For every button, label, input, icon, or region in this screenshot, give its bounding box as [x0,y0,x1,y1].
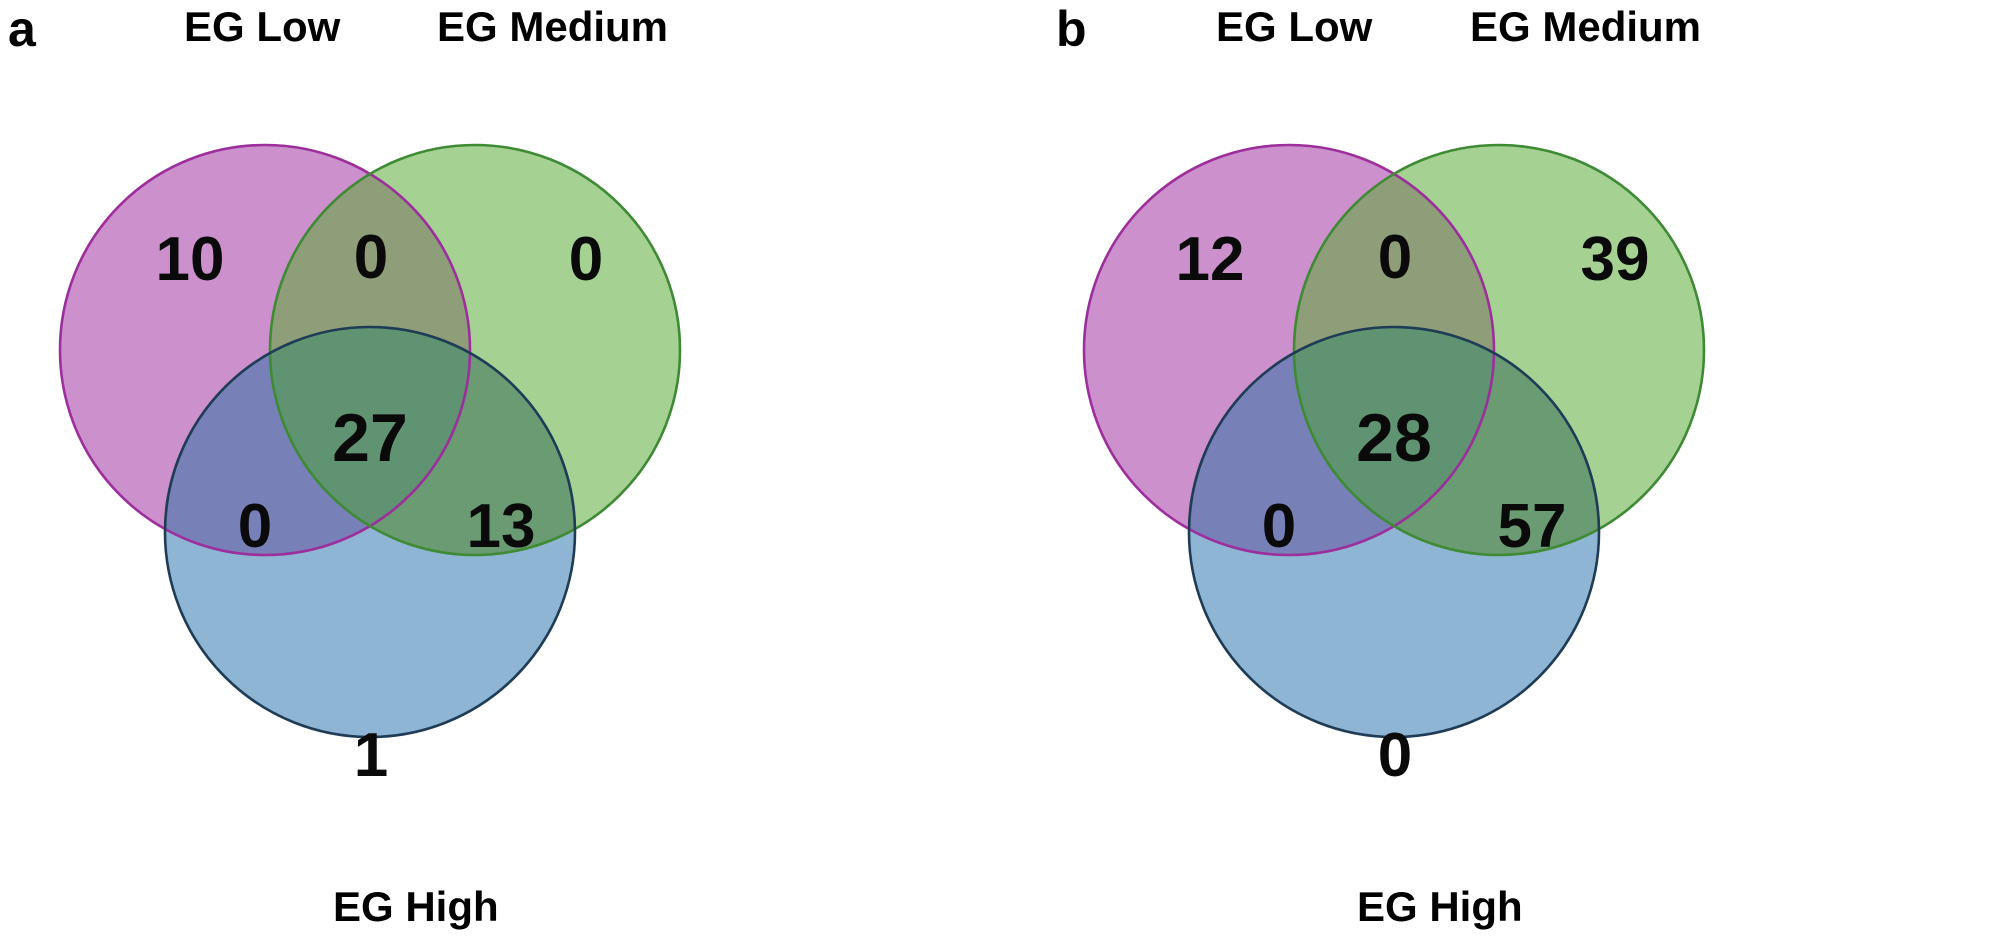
count-medium-only: 39 [1580,225,1650,294]
count-all-three: 27 [332,400,408,476]
set-label-eg-low: EG Low [1216,3,1373,50]
set-label-eg-low: EG Low [184,3,341,50]
set-label-eg-high: EG High [1357,883,1523,930]
panel-a: a [8,1,682,930]
count-low-medium: 0 [1377,223,1413,292]
circle-eg-high-outline [1187,325,1601,739]
panel-a-venn-diagram [58,143,682,739]
count-high-only: 0 [1377,721,1413,790]
set-label-eg-medium: EG Medium [1470,3,1702,50]
count-low-high: 0 [1261,492,1297,561]
panel-a-letter: a [8,1,36,57]
circle-eg-high-outline [163,325,577,739]
panel-b-letter: b [1056,1,1087,57]
panel-b-venn-diagram [1082,143,1706,739]
circle-eg-medium-outline [268,143,682,557]
set-label-eg-medium: EG Medium [437,3,669,50]
count-low-medium: 0 [353,223,389,292]
circle-eg-medium-outline [1292,143,1706,557]
count-low-only: 10 [155,225,225,294]
circle-eg-low-outline [58,143,472,557]
count-low-only: 12 [1175,225,1245,294]
count-all-three: 28 [1356,400,1432,476]
count-medium-high: 13 [466,492,536,561]
circle-eg-low-outline [1082,143,1496,557]
panel-b: b [1004,0,2008,948]
set-label-eg-high: EG High [333,883,499,930]
count-low-high: 0 [237,492,273,561]
count-high-only: 1 [353,721,389,790]
count-medium-high: 57 [1497,492,1567,561]
count-medium-only: 0 [568,225,604,294]
